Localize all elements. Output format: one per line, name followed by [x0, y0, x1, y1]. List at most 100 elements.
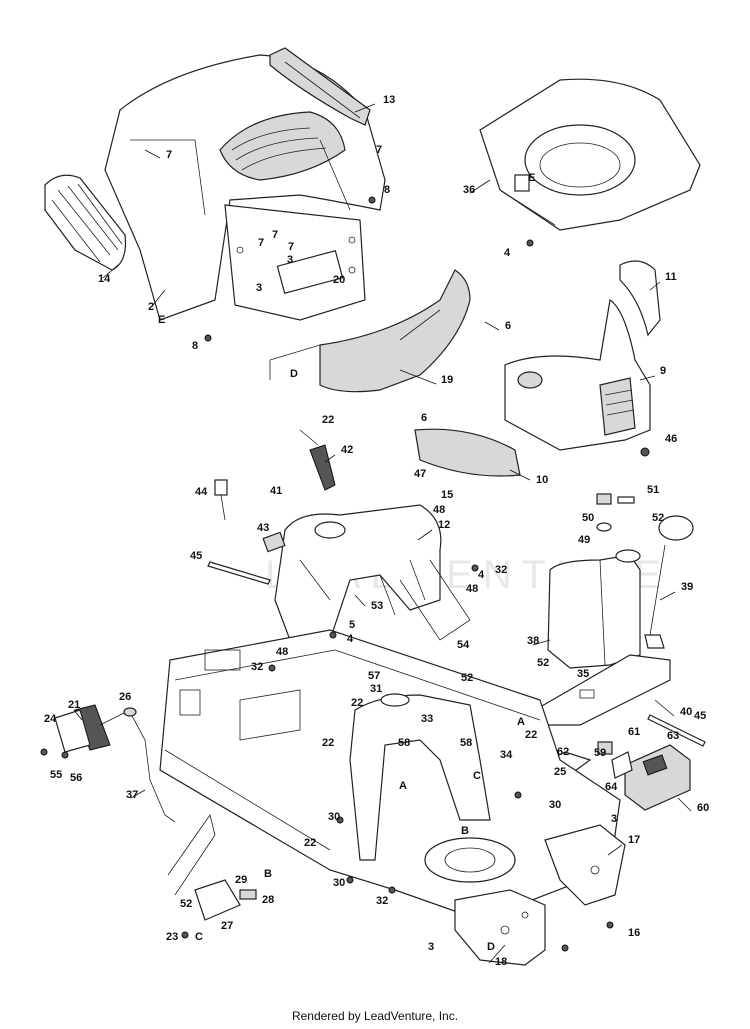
callout-7: 7 [258, 237, 264, 249]
callout-64: 64 [605, 781, 618, 793]
callout-55: 55 [50, 769, 62, 781]
callout-31: 31 [370, 683, 382, 695]
throttle-lever [299, 429, 336, 491]
callout-22: 22 [351, 697, 363, 709]
callout-22: 22 [304, 837, 316, 849]
callout-6: 6 [421, 412, 427, 424]
callout-13: 13 [383, 94, 395, 106]
front-bumper [319, 269, 471, 393]
steering-support [349, 693, 491, 861]
callout-61: 61 [628, 726, 640, 738]
hood [104, 54, 386, 321]
side-cover [619, 260, 661, 337]
callout-32: 32 [495, 564, 507, 576]
callout-17: 17 [628, 834, 640, 846]
callout-7: 7 [376, 144, 382, 156]
callout-5: 5 [349, 619, 355, 631]
callout-46: 46 [665, 433, 677, 445]
callout-2: 2 [148, 301, 154, 313]
reference-letter-c: C [195, 931, 203, 943]
reference-letter-c: C [473, 770, 481, 782]
front-bracket [454, 889, 546, 966]
reference-letter-e: E [528, 172, 535, 184]
callout-56: 56 [70, 772, 82, 784]
callout-48: 48 [276, 646, 288, 658]
callout-16: 16 [628, 927, 640, 939]
callout-28: 28 [262, 894, 274, 906]
callout-44: 44 [195, 486, 208, 498]
callout-63: 63 [667, 730, 679, 742]
dash-shroud [479, 78, 701, 231]
fuel-fittings [596, 493, 635, 532]
callout-15: 15 [441, 489, 453, 501]
callout-58: 58 [460, 737, 472, 749]
callout-52: 52 [461, 672, 473, 684]
callout-30: 30 [333, 877, 345, 889]
callout-3: 3 [256, 282, 262, 294]
callout-32: 32 [251, 661, 263, 673]
callout-48: 48 [466, 583, 478, 595]
callout-9: 9 [660, 365, 666, 377]
callout-58: 58 [398, 737, 410, 749]
callout-19: 19 [441, 374, 453, 386]
footer-credit: Rendered by LeadVenture, Inc. [291, 1009, 459, 1023]
hood-bracket [224, 204, 366, 321]
callout-53: 53 [371, 600, 383, 612]
callout-8: 8 [192, 340, 198, 352]
callout-18: 18 [495, 956, 507, 968]
callout-39: 39 [681, 581, 693, 593]
callout-21: 21 [68, 699, 80, 711]
callout-32: 32 [376, 895, 388, 907]
callout-51: 51 [647, 484, 659, 496]
callout-40: 40 [680, 706, 692, 718]
cable-tie-left [207, 561, 271, 585]
reference-letter-a: A [399, 780, 407, 792]
frame [159, 629, 621, 921]
callout-37: 37 [126, 789, 138, 801]
callout-30: 30 [549, 799, 561, 811]
callout-42: 42 [341, 444, 353, 456]
callout-52: 52 [537, 657, 549, 669]
callout-57: 57 [368, 670, 380, 682]
callout-34: 34 [500, 749, 513, 761]
callout-3: 3 [287, 254, 293, 266]
callout-26: 26 [119, 691, 131, 703]
callout-7: 7 [272, 229, 278, 241]
reference-letter-d: D [290, 368, 298, 380]
side-bracket [544, 824, 626, 906]
callout-38: 38 [527, 635, 539, 647]
callout-20: 20 [333, 274, 345, 286]
headlight-insert [269, 47, 371, 126]
callout-60: 60 [697, 802, 709, 814]
callout-4: 4 [347, 633, 354, 645]
callout-11: 11 [665, 271, 677, 283]
hardware-fasteners [40, 196, 650, 952]
callout-12: 12 [438, 519, 450, 531]
callout-6: 6 [505, 320, 511, 332]
callout-35: 35 [577, 668, 589, 680]
callout-8: 8 [384, 184, 390, 196]
callout-4: 4 [478, 569, 485, 581]
front-nose [504, 298, 651, 451]
ignition-key [214, 479, 228, 521]
callout-54: 54 [457, 639, 470, 651]
reference-letter-b: B [264, 868, 272, 880]
callout-30: 30 [328, 811, 340, 823]
callout-29: 29 [235, 874, 247, 886]
leader-lines [73, 103, 692, 964]
brake-pedal [54, 704, 131, 753]
callout-59: 59 [594, 747, 606, 759]
battery-terminals [597, 741, 633, 779]
callout-62: 62 [557, 746, 569, 758]
fuel-cap [644, 515, 694, 649]
bumper-cover [414, 428, 521, 477]
callout-50: 50 [582, 512, 594, 524]
callout-22: 22 [322, 414, 334, 426]
dashboard [274, 504, 442, 672]
callout-45: 45 [694, 710, 706, 722]
callout-48: 48 [433, 504, 445, 516]
brake-rod [123, 707, 176, 823]
callout-3: 3 [428, 941, 434, 953]
